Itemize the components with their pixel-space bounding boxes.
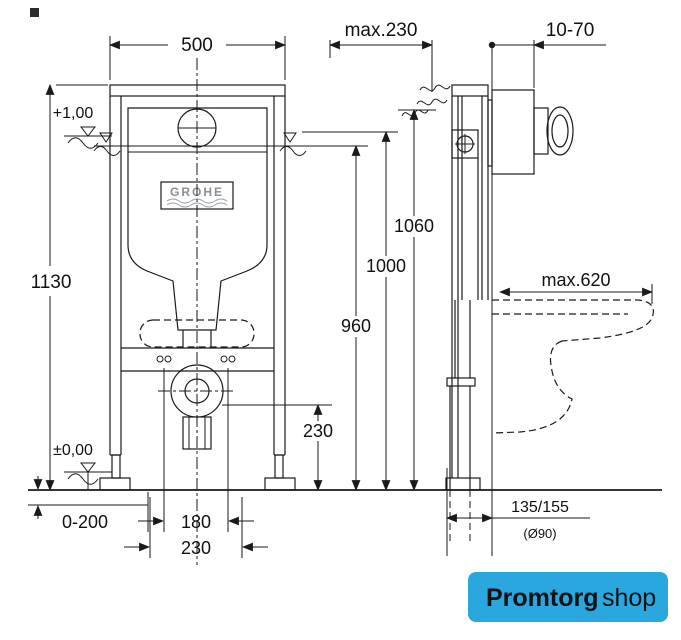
corner-mark (30, 8, 39, 17)
dimension-width-500: 500 (108, 35, 287, 80)
dimension-depth-max230: max.230 (328, 20, 434, 92)
dimension-wall-10-70: 10-70 (488, 20, 606, 88)
dimension-outlet-offset: 135/155 (Ø90) (445, 468, 590, 556)
level-plus100-label: +1,00 (53, 105, 94, 122)
fixing-screws (156, 355, 236, 363)
dim-bolt-spacing-label: 230 (181, 538, 211, 558)
water-level-symbol-right (267, 132, 307, 156)
side-foot-plate (445, 477, 481, 491)
front-view: GROHE (93, 58, 307, 565)
level-mark-plus100: +1,00 (53, 105, 112, 149)
dim-depth-label: max.230 (345, 20, 418, 41)
dim-width-label: 500 (181, 35, 213, 56)
dim-960-label: 960 (341, 316, 371, 336)
dimension-1060: 1060 (388, 108, 440, 492)
wall-bracket (451, 129, 479, 159)
wall-section-hatched (491, 89, 535, 175)
dim-bowl-projection-label: max.620 (541, 270, 610, 290)
break-symbol (419, 84, 451, 92)
right-foot-plate (264, 477, 296, 491)
left-foot-plate (99, 477, 131, 491)
dim-outlet-offset-label: 135/155 (511, 499, 569, 516)
dimension-180: 180 (138, 368, 254, 532)
dim-leg-adjust-label: 0-200 (62, 512, 108, 532)
dim-total-height-label: 1130 (31, 272, 72, 293)
cistern-body (127, 107, 268, 331)
pipe-collar (446, 377, 476, 387)
level-zero-label: ±0,00 (53, 442, 93, 459)
dimension-1000: 1000 (302, 130, 411, 492)
dim-1000-label: 1000 (366, 256, 406, 276)
actuator-assembly (487, 89, 574, 175)
watermark-logo: Promtorg shop (468, 572, 668, 622)
left-leg (111, 454, 121, 479)
dimension-960: 960 (267, 144, 378, 492)
right-leg (274, 454, 284, 479)
dimension-230-bottom: 230 (124, 497, 268, 558)
dim-outlet-height-label: 230 (303, 421, 333, 441)
dim-1060-label: 1060 (394, 216, 434, 236)
dim-outlet-diameter-label: (Ø90) (523, 526, 556, 541)
watermark-background (468, 572, 668, 622)
dimension-max620: max.620 (498, 270, 654, 304)
flush-button (546, 106, 574, 156)
water-level-symbol-left (93, 132, 128, 156)
watermark-secondary-text: shop (602, 584, 656, 612)
dim-wall-thickness-label: 10-70 (546, 20, 595, 41)
dimension-height-1130: 1130 (26, 83, 108, 492)
side-view (416, 48, 654, 556)
toilet-bowl-outline (491, 299, 654, 434)
level-mark-zero: ±0,00 (53, 442, 112, 490)
watermark-primary-text: Promtorg (486, 584, 599, 612)
dim-hole-spacing-label: 180 (181, 512, 211, 532)
dimension-230-outlet-height: 230 (222, 403, 339, 492)
side-frame-top (451, 84, 489, 97)
grohe-brand-text: GROHE (170, 185, 224, 199)
dimension-leg-0-200: 0-200 (33, 476, 149, 532)
